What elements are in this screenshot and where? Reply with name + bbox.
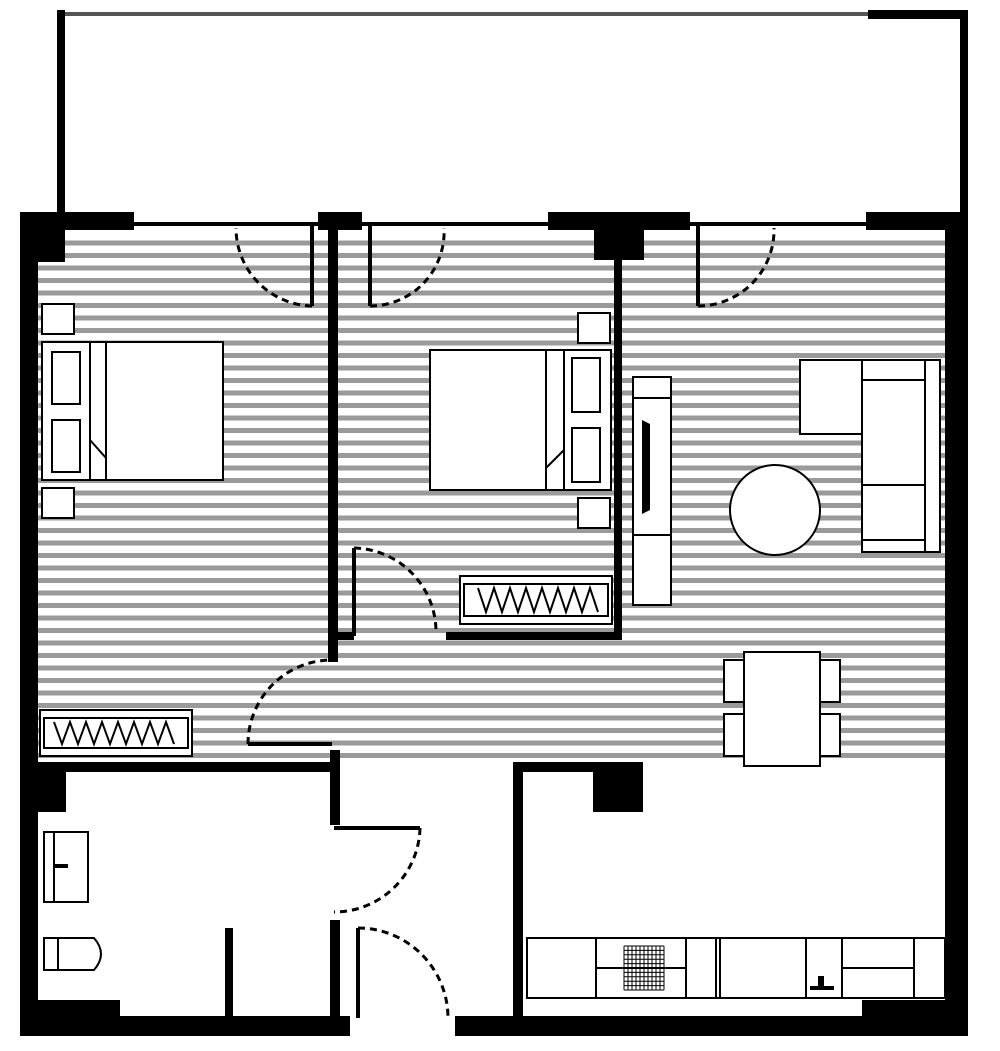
balcony-door-2[interactable] — [368, 226, 446, 308]
wardrobe-icon — [459, 575, 613, 625]
nightstand — [577, 497, 611, 529]
bedroom-2-door[interactable] — [352, 546, 438, 636]
balcony — [57, 10, 968, 215]
nightstand — [41, 487, 75, 519]
double-bed-icon — [41, 341, 224, 481]
round-table-icon — [729, 464, 821, 556]
tv-stand — [632, 376, 672, 606]
sink-icon — [43, 831, 89, 903]
nightstand — [577, 312, 611, 344]
dining-table-icon — [723, 651, 841, 767]
entrance-door[interactable] — [356, 926, 450, 1019]
corner-sofa-icon — [799, 359, 941, 553]
balcony-door-3[interactable] — [696, 226, 776, 308]
double-bed-icon — [429, 349, 612, 491]
bathroom-door[interactable] — [333, 826, 422, 914]
nightstand — [41, 303, 75, 335]
toilet-icon — [43, 937, 102, 971]
walls — [20, 212, 968, 1036]
balcony-door-1[interactable] — [234, 226, 314, 308]
bedroom-1-door[interactable] — [246, 658, 333, 746]
kitchen-counter — [526, 937, 946, 999]
wardrobe-icon — [39, 709, 193, 757]
cooktop-icon — [623, 945, 665, 991]
